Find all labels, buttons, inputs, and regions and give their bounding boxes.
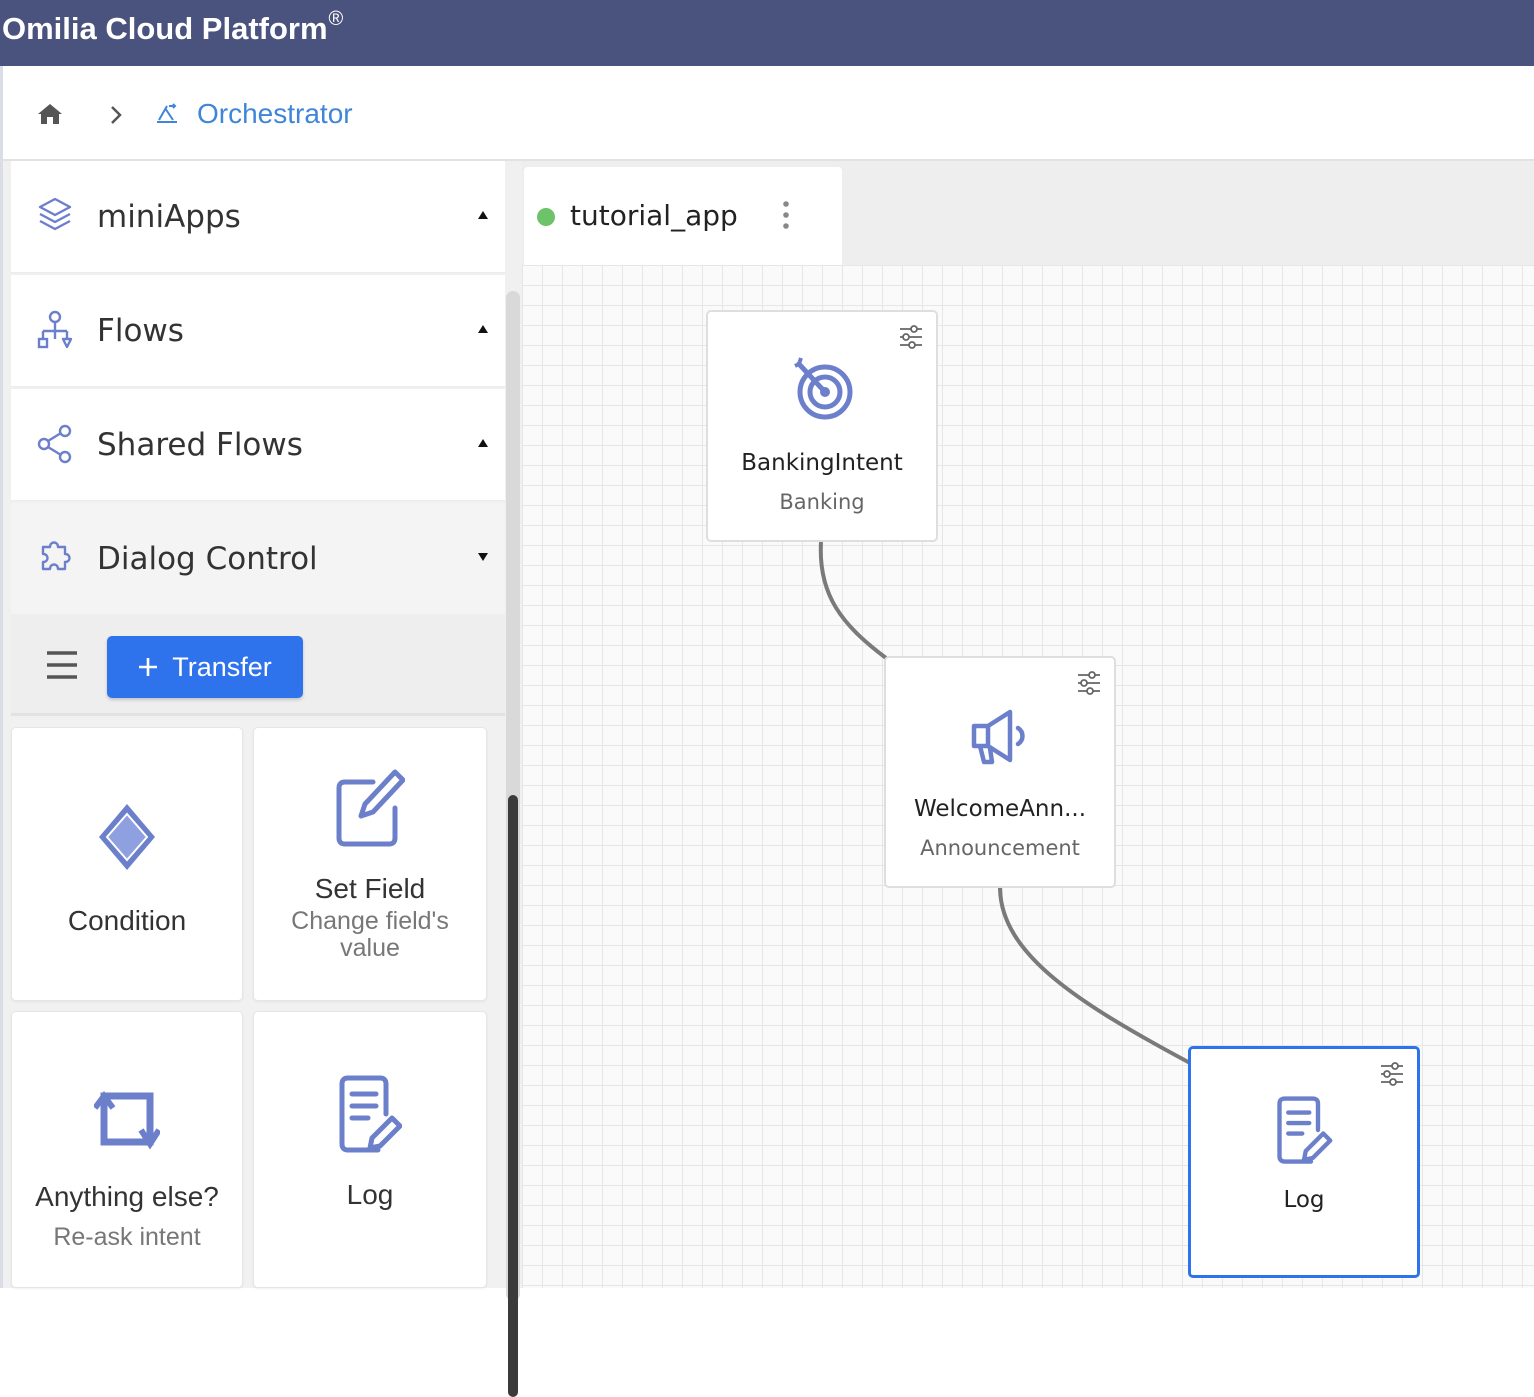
caret-down-icon[interactable] — [477, 551, 489, 563]
caret-up-icon[interactable] — [477, 209, 489, 221]
tile-subtitle: value — [340, 934, 400, 962]
palette-toolbar: Transfer — [11, 614, 505, 716]
tab-label: tutorial_app — [570, 199, 738, 232]
sliders-icon[interactable] — [1379, 1061, 1405, 1087]
sliders-icon[interactable] — [898, 324, 924, 350]
breadcrumb: Orchestrator — [0, 66, 1534, 161]
sidebar-section-flows[interactable]: Flows — [11, 275, 505, 387]
tab-tutorial-app[interactable]: tutorial_app — [524, 167, 842, 267]
flow-node-log[interactable]: Log — [1188, 1046, 1420, 1278]
transfer-button[interactable]: Transfer — [107, 636, 303, 698]
tile-subtitle: Change field's — [291, 907, 449, 935]
sidebar-section-label: Flows — [97, 313, 184, 349]
more-vertical-icon[interactable] — [780, 199, 792, 231]
transfer-button-label: Transfer — [172, 651, 272, 682]
repeat-icon — [94, 1091, 160, 1150]
sliders-icon[interactable] — [1076, 670, 1102, 696]
brand-title[interactable]: Omilia Cloud Platform® — [2, 0, 343, 48]
node-subtitle: Banking — [779, 490, 865, 514]
home-icon[interactable] — [37, 102, 63, 126]
palette-tile-log[interactable]: Log — [253, 1011, 487, 1288]
target-icon — [794, 357, 853, 420]
tile-title: Set Field — [314, 873, 426, 904]
tile-title: Log — [346, 1179, 394, 1210]
chevron-right-icon — [111, 106, 122, 124]
flow-node-welcome-announcement[interactable]: WelcomeAnn... Announcement — [884, 656, 1116, 888]
palette-tile-anything-else[interactable]: Anything else? Re-ask intent — [11, 1011, 243, 1288]
plus-icon — [139, 658, 158, 676]
sidebar-section-label: Dialog Control — [97, 541, 318, 577]
caret-up-icon[interactable] — [477, 323, 489, 335]
brand-mark: ® — [328, 8, 344, 30]
connector-line — [998, 886, 1191, 1065]
sidebar-section-shared-flows[interactable]: Shared Flows — [11, 389, 505, 501]
caret-up-icon[interactable] — [477, 437, 489, 449]
orchestrator-icon — [157, 103, 177, 123]
connectors — [818, 541, 1191, 1065]
tile-title: Condition — [67, 905, 187, 936]
diamond-icon — [99, 804, 155, 870]
sidebar-section-dialog-control[interactable]: Dialog Control — [11, 503, 505, 615]
puzzle-icon — [41, 541, 71, 571]
sidebar-scrollbar-thumb[interactable] — [508, 795, 518, 1397]
breadcrumb-current[interactable]: Orchestrator — [197, 98, 353, 129]
node-palette: Condition Set Field Change field's value… — [11, 719, 505, 1288]
top-bar: Omilia Cloud Platform® — [0, 0, 1534, 66]
megaphone-icon — [971, 709, 1025, 765]
flow-canvas[interactable]: BankingIntent Banking WelcomeAnn... Anno… — [522, 265, 1534, 1288]
connector-line — [818, 541, 888, 660]
status-dot — [537, 208, 555, 226]
node-subtitle: Announcement — [920, 836, 1080, 860]
hamburger-icon[interactable] — [45, 648, 79, 682]
tile-title: Anything else? — [35, 1181, 219, 1212]
palette-tile-condition[interactable]: Condition — [11, 727, 243, 1001]
layers-icon — [38, 197, 72, 231]
node-title: Log — [1283, 1187, 1325, 1213]
sidebar-section-label: Shared Flows — [97, 427, 303, 463]
palette-tile-set-field[interactable]: Set Field Change field's value — [253, 727, 487, 1001]
sidebar: miniApps Flows Shared Flows Dialog Contr… — [0, 161, 522, 1397]
node-title: WelcomeAnn... — [913, 796, 1087, 822]
log-icon — [339, 1075, 402, 1153]
flow-node-banking-intent[interactable]: BankingIntent Banking — [706, 310, 938, 542]
flow-tree-icon — [37, 310, 73, 349]
node-title: BankingIntent — [741, 450, 903, 476]
sidebar-section-label: miniApps — [97, 199, 241, 235]
brand-name: Omilia Cloud Platform — [2, 11, 328, 46]
tile-subtitle: Re-ask intent — [53, 1223, 201, 1251]
edit-icon — [336, 769, 405, 847]
log-icon — [1277, 1096, 1333, 1164]
sidebar-section-miniapps[interactable]: miniApps — [11, 161, 505, 273]
share-icon — [37, 424, 72, 464]
